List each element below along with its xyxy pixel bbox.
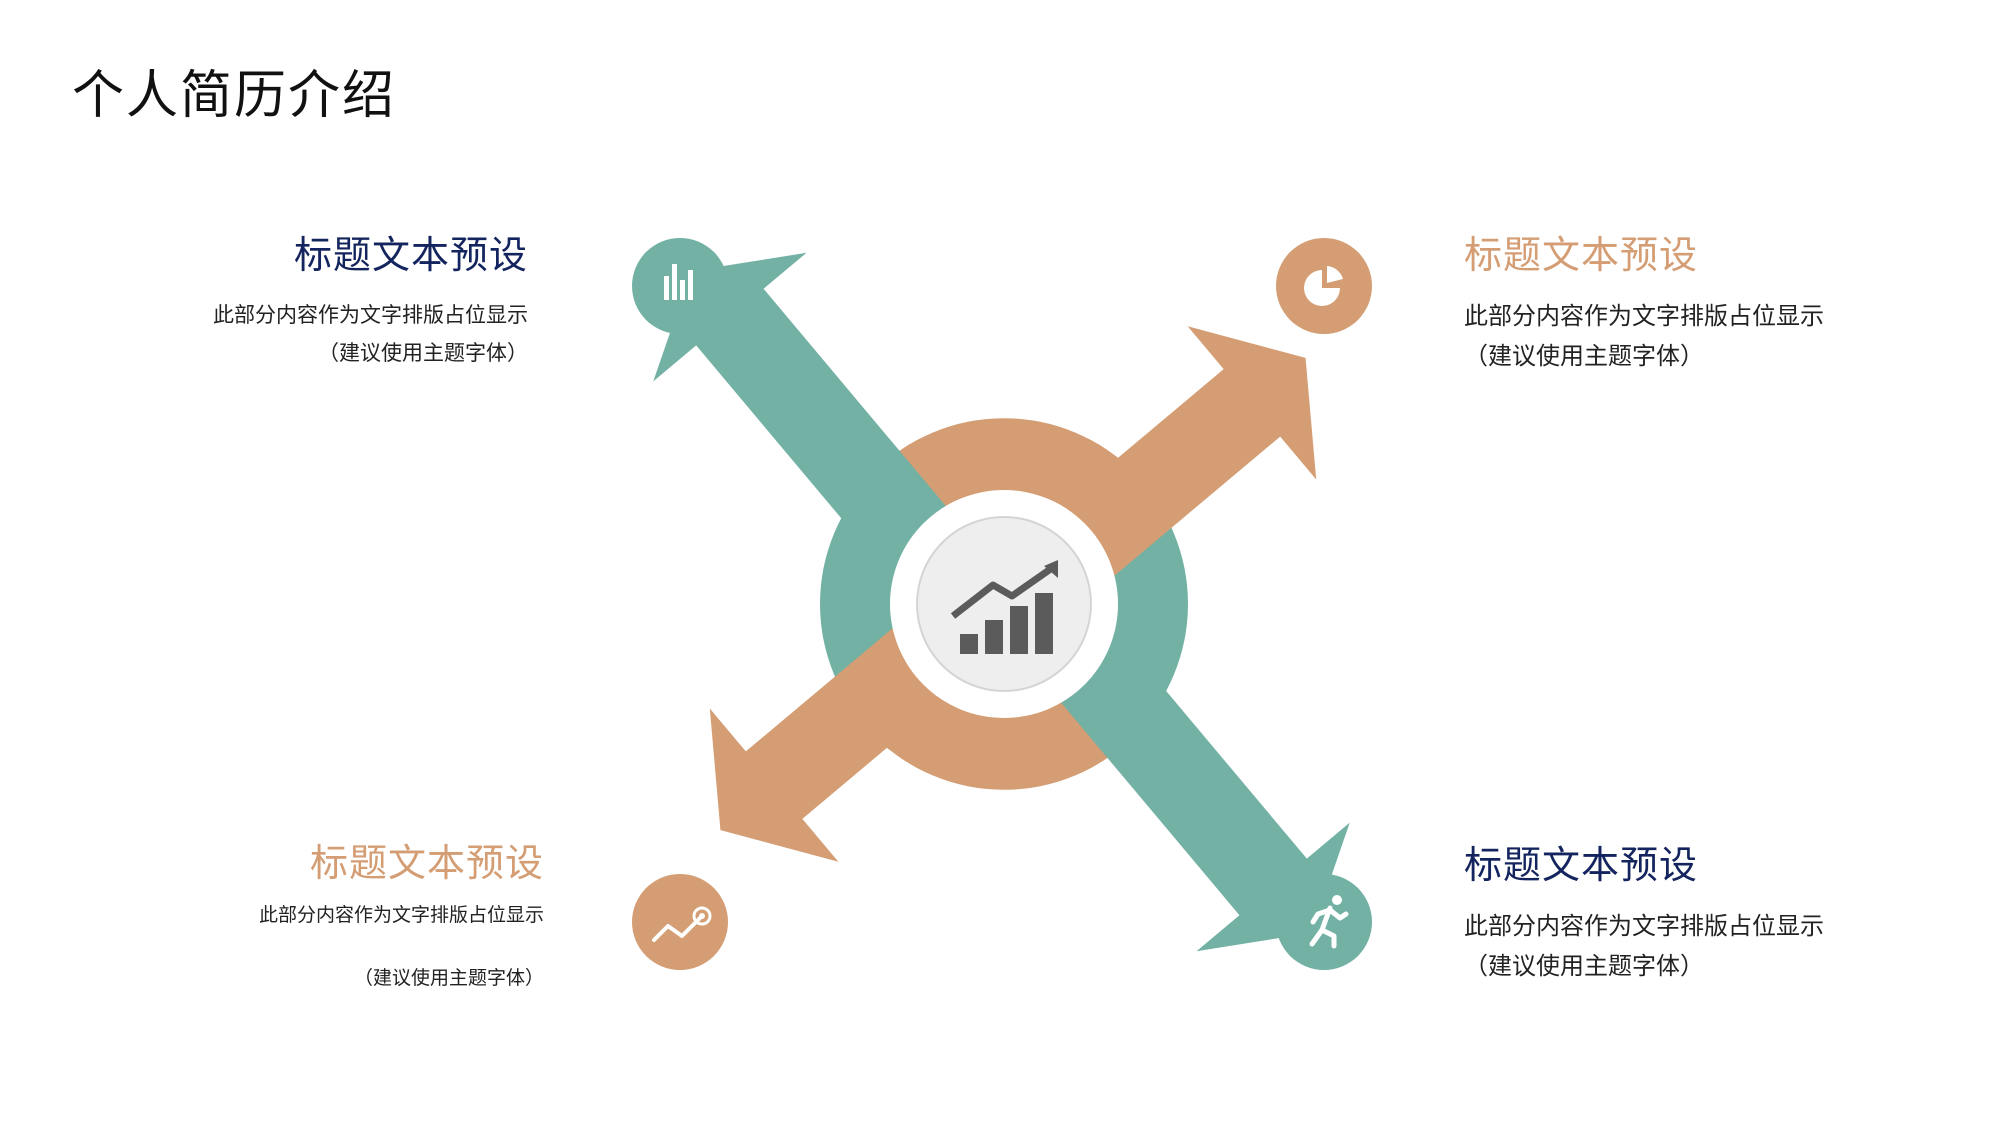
block-line-2: （建议使用主题字体）: [1464, 952, 1704, 980]
corner-icon-bottom-left: [632, 874, 728, 970]
block-line-1: 此部分内容作为文字排版占位显示: [213, 303, 528, 327]
block-line-2: （建议使用主题字体）: [353, 967, 544, 989]
text-block-bottom-right: 标题文本预设 此部分内容作为文字排版占位显示 （建议使用主题字体）: [1464, 846, 1884, 986]
pie-chart-icon: [1304, 266, 1343, 306]
bar-chart-icon: [664, 264, 693, 300]
arrow-top-left: [653, 252, 950, 568]
trend-line-icon: [652, 906, 712, 942]
text-block-top-left: 标题文本预设 此部分内容作为文字排版占位显示 （建议使用主题字体）: [108, 236, 528, 372]
block-heading: 标题文本预设: [1464, 233, 1699, 277]
block-line-1: 此部分内容作为文字排版占位显示: [1464, 302, 1824, 330]
corner-icon-top-right: [1276, 238, 1372, 334]
block-heading: 标题文本预设: [1464, 843, 1699, 887]
block-line-2: （建议使用主题字体）: [318, 341, 528, 365]
running-person-icon: [1309, 895, 1349, 949]
block-line-1: 此部分内容作为文字排版占位显示: [1464, 912, 1824, 940]
block-line-2: （建议使用主题字体）: [1464, 342, 1704, 370]
corner-icon-top-left: [632, 238, 728, 334]
growth-chart-icon: [950, 560, 1058, 654]
block-heading: 标题文本预设: [309, 841, 544, 885]
corner-icon-bottom-right: [1276, 874, 1372, 970]
text-block-bottom-left: 标题文本预设 此部分内容作为文字排版占位显示 （建议使用主题字体）: [124, 844, 544, 993]
page-title: 个人简历介绍: [72, 66, 397, 126]
arrow-bottom-right: [1053, 636, 1350, 952]
block-heading: 标题文本预设: [293, 233, 528, 277]
center-gray-disc: [916, 516, 1092, 692]
block-line-1: 此部分内容作为文字排版占位显示: [258, 904, 544, 926]
text-block-top-right: 标题文本预设 此部分内容作为文字排版占位显示 （建议使用主题字体）: [1464, 236, 1884, 376]
